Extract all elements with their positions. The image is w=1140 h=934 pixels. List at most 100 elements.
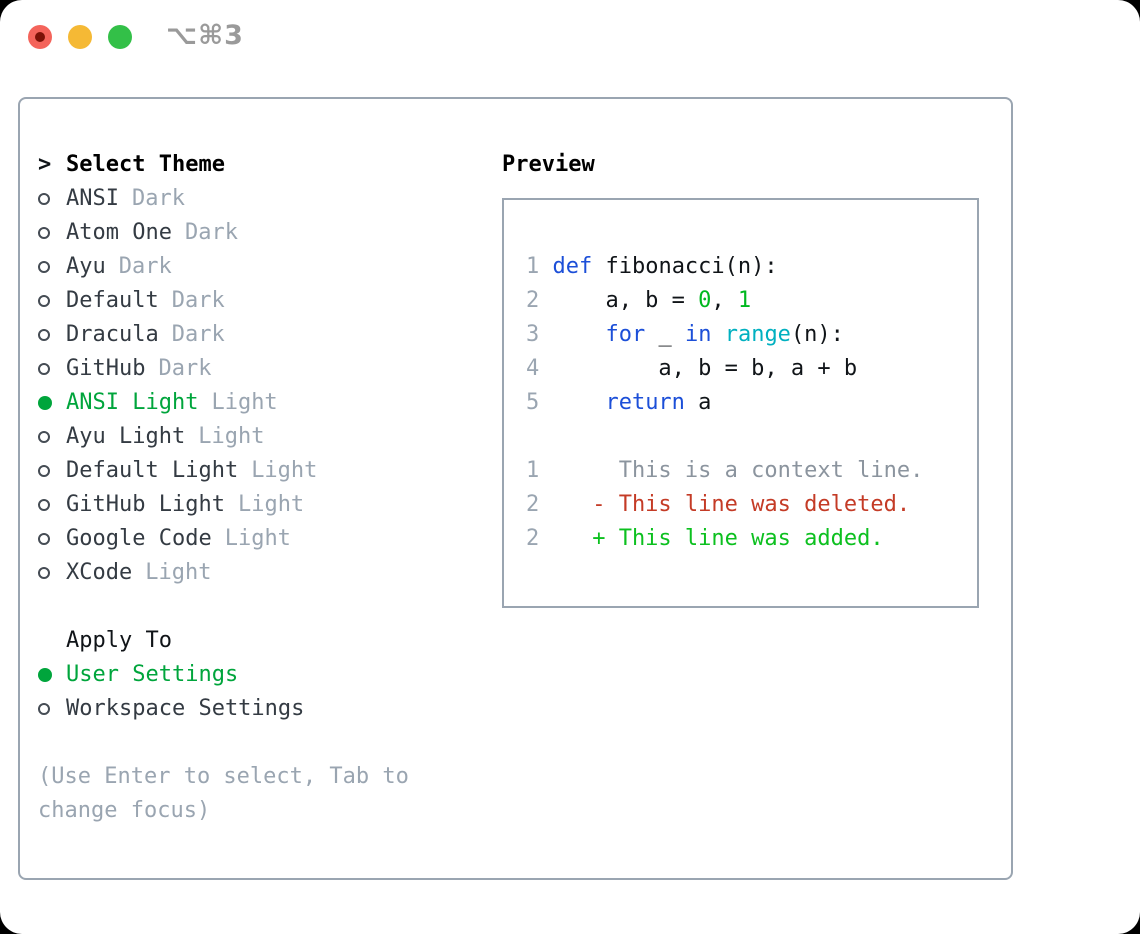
option-label: Ayu Light [66, 424, 186, 449]
code-segment: 1 [737, 288, 752, 313]
code-line: 5 return a [526, 386, 977, 420]
code-segment: def [552, 254, 593, 279]
code-line: 2 - This line was deleted. [526, 488, 977, 522]
ring-icon [38, 465, 50, 477]
theme-option[interactable]: Google Code Light [38, 522, 480, 556]
ring-icon [38, 499, 50, 511]
line-number: 5 [526, 390, 540, 415]
line-number: 4 [526, 356, 540, 381]
ring-icon [38, 431, 50, 443]
line-number: 2 [526, 526, 540, 551]
option-variant-tag: Light [224, 526, 291, 551]
ring-icon [38, 329, 50, 341]
option-variant-tag: Light [145, 560, 212, 585]
option-variant-tag: Light [251, 458, 318, 483]
code-segment: for [605, 322, 646, 347]
option-variant-tag: Dark [184, 220, 238, 245]
apply-to-option[interactable]: User Settings [38, 658, 480, 692]
option-variant-tag: Dark [171, 322, 225, 347]
option-label: ANSI [66, 186, 119, 211]
apply-to-header: Apply To [38, 624, 480, 658]
theme-option[interactable]: Atom One Dark [38, 216, 480, 250]
radio-unselected-icon [38, 533, 66, 545]
code-segment: 0 [698, 288, 712, 313]
radio-unselected-icon [38, 227, 66, 239]
option-variant-tag: Light [211, 390, 278, 415]
apply-to-option[interactable]: Workspace Settings [38, 692, 480, 726]
code-line: 1 This is a context line. [526, 454, 977, 488]
radio-unselected-icon [38, 193, 66, 205]
apply-to-title: Apply To [66, 628, 172, 653]
code-segment [552, 390, 605, 415]
select-theme-title: Select Theme [66, 152, 225, 177]
code-segment: in [684, 322, 712, 347]
option-label: GitHub Light [66, 492, 225, 517]
code-segment [711, 322, 724, 347]
radio-selected-icon [38, 668, 66, 682]
ring-icon [38, 533, 50, 545]
radio-unselected-icon [38, 465, 66, 477]
theme-option[interactable]: GitHub Light Light [38, 488, 480, 522]
zoom-button[interactable] [108, 25, 132, 49]
option-variant-tag: Dark [131, 186, 185, 211]
option-label: Default [66, 288, 159, 313]
code-segment: This is a context line. [552, 458, 924, 483]
spacer [38, 726, 480, 760]
minimize-button[interactable] [68, 25, 92, 49]
option-variant-tag: Light [198, 424, 265, 449]
traffic-lights [28, 25, 132, 49]
ring-icon [38, 227, 50, 239]
code-segment: (n): [790, 322, 844, 347]
code-segment: fibonacci(n): [592, 254, 778, 279]
radio-unselected-icon [38, 261, 66, 273]
radio-unselected-icon [38, 703, 66, 715]
ring-icon [38, 295, 50, 307]
option-label: Atom One [66, 220, 172, 245]
option-label: Ayu [66, 254, 106, 279]
theme-option[interactable]: ANSI Light Light [38, 386, 480, 420]
option-label: XCode [66, 560, 133, 585]
title-bar: ⌥⌘3 [0, 0, 1140, 97]
line-number: 1 [526, 458, 540, 483]
option-label: ANSI Light [66, 390, 199, 415]
option-label: Google Code [66, 526, 212, 551]
theme-option[interactable]: XCode Light [38, 556, 480, 590]
code-segment: _ [645, 322, 685, 347]
code-line: 2 + This line was added. [526, 522, 977, 556]
ring-icon [38, 363, 50, 375]
line-number: 2 [526, 492, 540, 517]
ring-icon [38, 261, 50, 273]
code-line: 2 a, b = 0, 1 [526, 284, 977, 318]
code-line [526, 420, 977, 454]
option-variant-tag: Light [237, 492, 305, 517]
line-number: 3 [526, 322, 540, 347]
radio-selected-icon [38, 396, 66, 410]
code-segment: return [605, 390, 685, 415]
code-segment: - This line was deleted. [552, 492, 911, 517]
option-variant-tag: Dark [158, 356, 212, 381]
select-theme-header: > Select Theme [38, 148, 480, 182]
option-label: User Settings [66, 662, 239, 687]
theme-option[interactable]: ANSI Dark [38, 182, 480, 216]
line-number: 2 [526, 288, 540, 313]
radio-unselected-icon [38, 431, 66, 443]
ring-icon [38, 703, 50, 715]
code-segment: , [711, 288, 738, 313]
ring-icon [38, 193, 50, 205]
keyboard-hint: (Use Enter to select, Tab to change focu… [38, 764, 409, 823]
code-segment: range [724, 322, 791, 347]
radio-unselected-icon [38, 567, 66, 579]
radio-unselected-icon [38, 499, 66, 511]
theme-option[interactable]: Ayu Light Light [38, 420, 480, 454]
close-button[interactable] [28, 25, 52, 49]
